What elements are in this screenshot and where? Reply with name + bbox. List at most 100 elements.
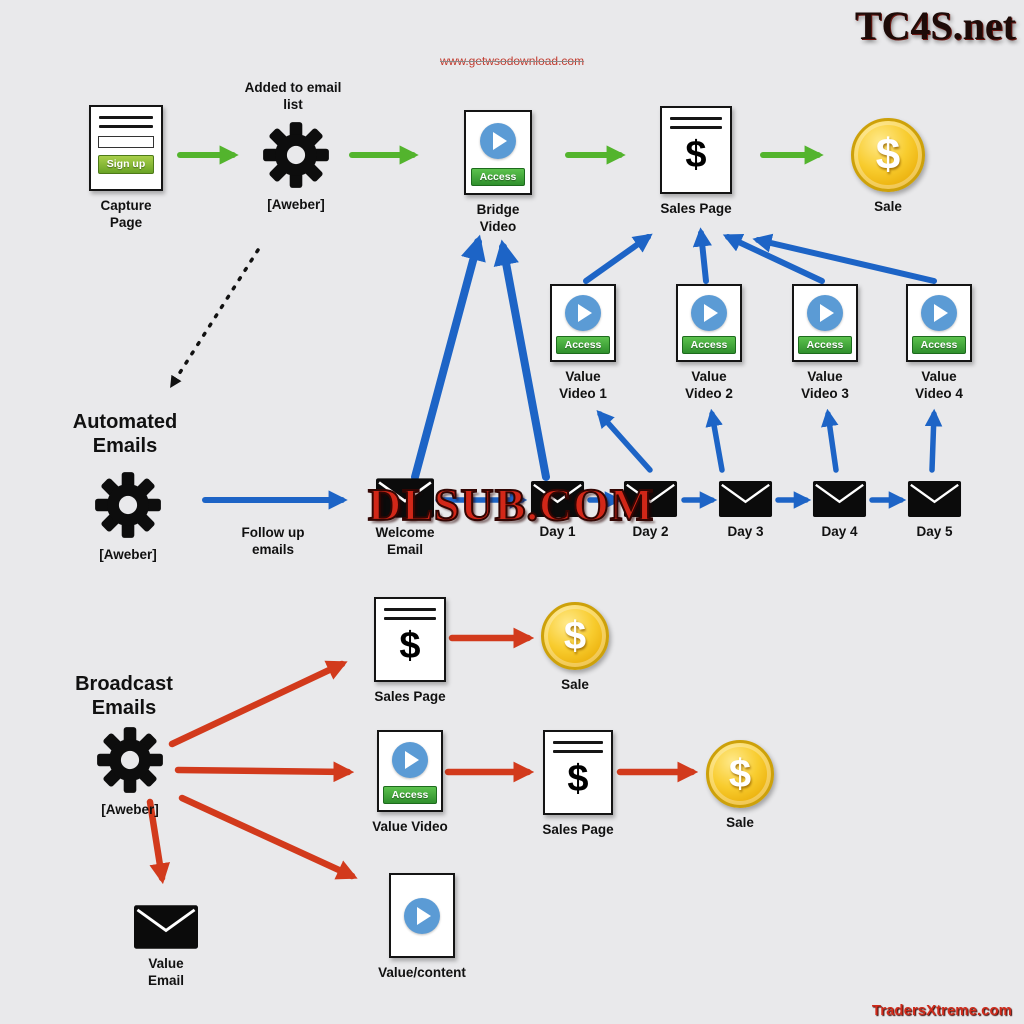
sales-page-top-node: $ Sales Page (658, 106, 734, 218)
aweber-top-label: [Aweber] (267, 197, 325, 212)
day5-email-node: Day 5 (907, 481, 962, 541)
flow-arrow-red (178, 794, 358, 880)
access-button: Access (470, 167, 526, 186)
flow-arrow-blue (493, 239, 550, 481)
form-field-icon (98, 136, 154, 148)
aweber-top-node: [Aweber] (258, 120, 334, 214)
value-video-icon: Access (792, 284, 858, 362)
sales-page-icon: $ (543, 730, 613, 815)
capture-page-icon: Sign up (89, 105, 163, 191)
doc-line (99, 116, 153, 119)
sales-page-icon: $ (374, 597, 446, 682)
capture-page-node: Sign up Capture Page (88, 105, 164, 232)
sales-page-b2-label: Sales Page (542, 822, 614, 837)
doc-line (384, 608, 436, 611)
access-button: Access (555, 335, 611, 354)
value-email-label: Value Email (147, 956, 185, 988)
envelope-icon (718, 481, 773, 517)
day1-label: Day 1 (539, 524, 576, 539)
play-icon (392, 742, 428, 778)
watermark-tc4s: TC4S.net (854, 3, 1016, 48)
welcome-email-label: Welcome Email (375, 525, 435, 557)
sign-up-button: Sign up (97, 155, 155, 174)
doc-line (384, 617, 436, 620)
play-icon (807, 295, 843, 331)
day4-label: Day 4 (821, 524, 858, 539)
dollar-glyph: $ (399, 625, 421, 667)
gear-icon (261, 120, 331, 190)
access-button: Access (797, 335, 853, 354)
value-content-label: Value/content (378, 965, 466, 980)
sales-page-b2-node: $ Sales Page (540, 730, 616, 839)
doc-line (670, 117, 722, 120)
gear-icon (95, 725, 165, 795)
aweber-broadcast-node: [Aweber] (92, 725, 168, 819)
capture-page-label: Capture Page (100, 198, 152, 230)
bridge-video-label: Bridge Video (476, 202, 520, 234)
flow-arrow-blue (411, 234, 486, 481)
dotted-arrow (170, 248, 260, 389)
access-button: Access (911, 335, 967, 354)
value-video-b-label: Value Video (372, 819, 448, 834)
dollar-glyph: $ (567, 758, 589, 800)
sales-page-icon: $ (660, 106, 732, 194)
welcome-email-node: Welcome Email (374, 478, 436, 559)
sale-top-label: Sale (874, 199, 902, 214)
flow-arrow-blue (924, 408, 943, 473)
envelope-icon (623, 481, 678, 517)
value-video-3-node: Access Value Video 3 (790, 284, 860, 403)
envelope-icon (134, 905, 198, 949)
value-video-2-label: Value Video 2 (685, 369, 733, 401)
broadcast-emails-heading: Broadcast Emails (75, 673, 173, 719)
play-icon (404, 897, 440, 934)
value-video-1-label: Value Video 1 (559, 369, 607, 401)
flow-arrow-blue (692, 227, 712, 284)
sales-page-top-label: Sales Page (660, 201, 732, 216)
sale-b2-label: Sale (726, 815, 754, 830)
day4-email-node: Day 4 (812, 481, 867, 541)
access-button: Access (681, 335, 737, 354)
value-video-icon: Access (377, 730, 443, 812)
value-video-4-node: Access Value Video 4 (904, 284, 974, 403)
watermark-tradersxtreme: TradersXtreme.com (871, 1002, 1012, 1019)
coin-icon: $ (706, 740, 774, 808)
doc-line (553, 750, 603, 753)
sale-top-node: $ Sale (850, 118, 926, 216)
doc-line (99, 125, 153, 128)
gear-icon (93, 470, 163, 540)
play-icon (565, 295, 601, 331)
value-email-node: Value Email (130, 905, 202, 990)
dollar-glyph: $ (875, 130, 901, 179)
value-video-4-label: Value Video 4 (915, 369, 963, 401)
envelope-icon (530, 481, 585, 517)
flow-arrow-blue (821, 408, 839, 473)
value-video-icon: Access (550, 284, 616, 362)
day2-label: Day 2 (632, 524, 669, 539)
play-icon (921, 295, 957, 331)
value-video-icon: Access (676, 284, 742, 362)
sales-page-b1-node: $ Sales Page (372, 597, 448, 706)
doc-line (553, 741, 603, 744)
dollar-glyph: $ (563, 614, 587, 658)
value-video-1-node: Access Value Video 1 (548, 284, 618, 403)
value-video-3-label: Value Video 3 (801, 369, 849, 401)
envelope-icon (907, 481, 962, 517)
access-button: Access (382, 785, 438, 804)
dollar-glyph: $ (728, 752, 752, 796)
day5-label: Day 5 (916, 524, 953, 539)
flow-arrow-blue (583, 233, 653, 284)
follow-up-emails-note: Follow up emails (241, 525, 305, 557)
value-content-icon (389, 873, 455, 958)
day3-label: Day 3 (727, 524, 764, 539)
flow-arrow-blue (722, 234, 825, 284)
value-video-icon: Access (906, 284, 972, 362)
play-icon (691, 295, 727, 331)
flow-arrow-red (168, 660, 348, 748)
doc-line (670, 126, 722, 129)
watermark-getwsodownload: www.getwsodownload.com (440, 54, 585, 68)
added-to-email-list-note: Added to email list (244, 80, 342, 112)
value-video-2-node: Access Value Video 2 (674, 284, 744, 403)
aweber-broadcast-label: [Aweber] (101, 802, 159, 817)
aweber-automated-node: [Aweber] (90, 470, 166, 564)
